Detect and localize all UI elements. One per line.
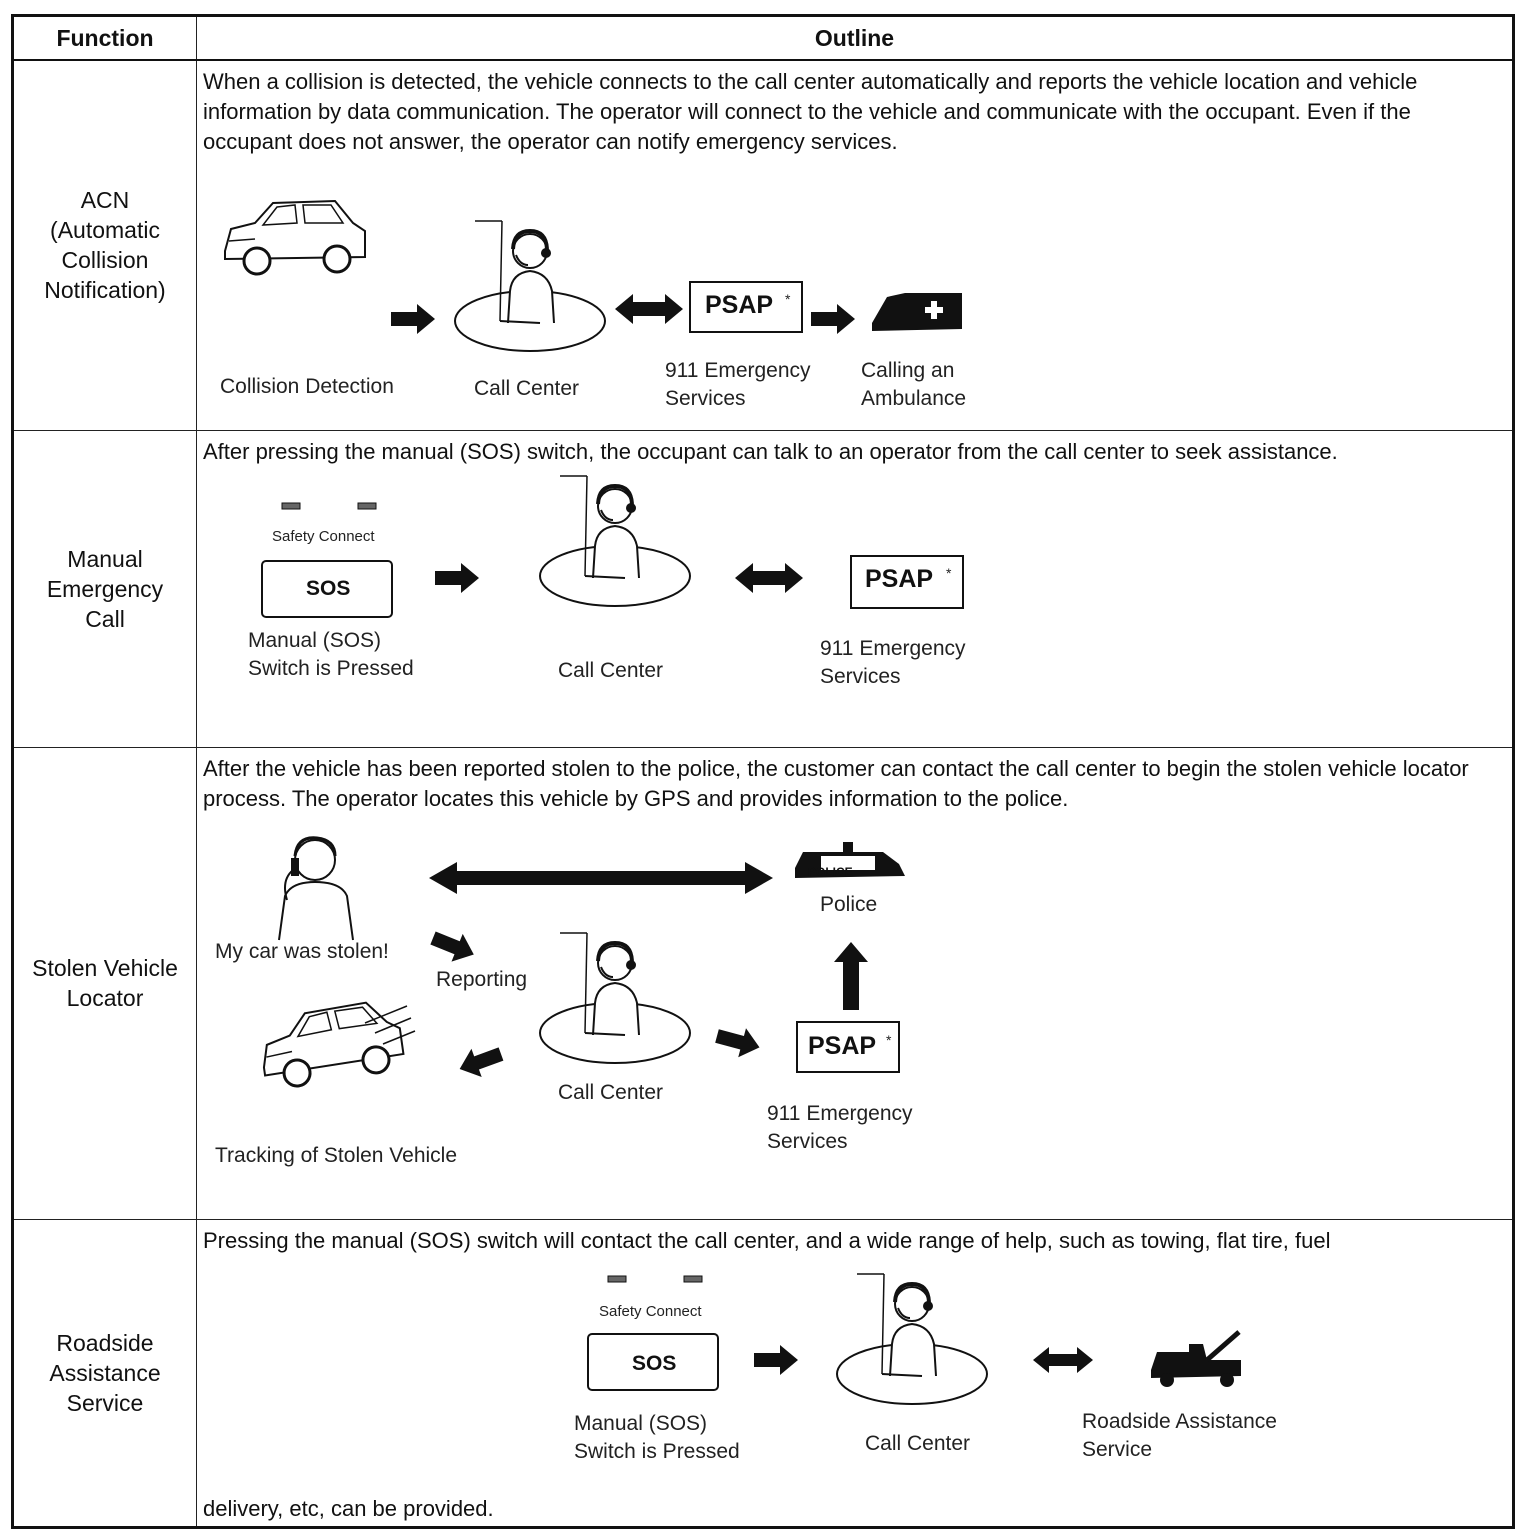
roadside-diagram <box>587 1271 1241 1406</box>
outline-description: Pressing the manual (SOS) switch will co… <box>203 1227 1331 1253</box>
psap-box <box>689 281 803 333</box>
psap-box <box>850 554 964 609</box>
psap-label: PSAP <box>705 291 774 319</box>
function-roadside: Roadside Assistance Service <box>12 1218 197 1528</box>
police-car-icon <box>795 841 905 878</box>
double-arrow-icon <box>1033 1346 1093 1373</box>
arrow-right-icon <box>435 562 479 593</box>
double-arrow-icon <box>429 861 773 894</box>
police-label: Police <box>820 892 878 916</box>
safety-connect-label: Safety Connect <box>599 1302 702 1320</box>
arrow-right-icon <box>754 1344 798 1375</box>
roadside-label: Roadside Assistance Service <box>1082 1409 1277 1461</box>
outline-description: After pressing the manual (SOS) switch, … <box>203 438 1338 464</box>
reporting-label: Reporting <box>436 967 528 991</box>
table-row: Manual Emergency Call After pressing the… <box>12 429 1514 748</box>
table-row: Stolen Vehicle Locator After the vehicle… <box>12 746 1514 1220</box>
function-label: ACN (Automatic Collision Notification) <box>44 187 166 304</box>
acn-diagram <box>223 199 962 353</box>
call-center-label: Call Center <box>865 1431 971 1455</box>
tracking-label: Tracking of Stolen Vehicle <box>215 1143 458 1167</box>
switch-caption: Manual (SOS) Switch is Pressed <box>248 628 414 680</box>
psap-label: PSAP <box>808 1031 877 1060</box>
function-label: Manual Emergency Call <box>46 545 164 632</box>
psap-box <box>796 1020 900 1073</box>
outline-description: When a collision is detected, the vehicl… <box>203 69 1418 154</box>
function-table: Function Outline ACN (Automatic Collisio… <box>11 14 1515 1529</box>
psap-label: PSAP <box>865 564 934 593</box>
outline-roadside: Pressing the manual (SOS) switch will co… <box>196 1218 1514 1528</box>
speed-lines-icon <box>364 1004 416 1045</box>
function-label: Roadside Assistance Service <box>49 1329 161 1416</box>
safety-connect-label: Safety Connect <box>272 527 375 545</box>
psap-star: * <box>946 564 952 581</box>
psap-star: * <box>785 291 791 307</box>
double-arrow-icon <box>735 562 803 593</box>
function-stolen: Stolen Vehicle Locator <box>12 746 197 1220</box>
outline-acn: When a collision is detected, the vehicl… <box>196 59 1514 431</box>
sos-label: SOS <box>632 1351 677 1375</box>
person-phone-icon <box>277 835 355 941</box>
crashed-car-icon <box>223 199 367 276</box>
arrow-right-icon <box>811 304 855 334</box>
stolen-label: My car was stolen! <box>215 939 389 963</box>
outline-description-tail: delivery, etc, can be provided. <box>203 1495 494 1521</box>
function-label: Stolen Vehicle Locator <box>32 955 178 1011</box>
function-manual: Manual Emergency Call <box>12 429 197 748</box>
call-center-label: Call Center <box>558 658 664 682</box>
arrow-right-icon <box>391 304 435 334</box>
call-center-label: Call Center <box>558 1080 664 1104</box>
header-function: Function <box>12 15 197 61</box>
operator-icon <box>538 930 692 1065</box>
outline-description: After the vehicle has been reported stol… <box>203 755 1469 811</box>
arrow-up-icon <box>834 941 868 1010</box>
ambulance-icon <box>872 293 962 331</box>
header-outline: Outline <box>196 15 1514 61</box>
collision-label: Collision Detection <box>220 375 394 398</box>
double-arrow-icon <box>615 294 683 324</box>
psap-caption: 911 Emergency Services <box>767 1101 913 1153</box>
outline-manual: After pressing the manual (SOS) switch, … <box>196 429 1514 748</box>
manual-diagram <box>261 473 964 618</box>
operator-icon <box>835 1271 989 1406</box>
operator-icon <box>538 473 692 608</box>
psap-star: * <box>886 1031 892 1048</box>
arrow-left-icon <box>454 1039 507 1083</box>
sos-label: SOS <box>306 576 351 600</box>
table-header-row: Function Outline <box>12 15 1514 61</box>
outline-stolen: After the vehicle has been reported stol… <box>196 746 1514 1220</box>
operator-icon <box>453 219 607 353</box>
arrow-right-icon <box>427 923 480 968</box>
tow-truck-icon <box>1151 1329 1241 1387</box>
police-sign-label: POLICE <box>808 864 853 879</box>
psap-caption: 911 Emergency Services <box>665 359 811 410</box>
ambulance-label: Calling an Ambulance <box>861 359 967 410</box>
table-row: ACN (Automatic Collision Notification) W… <box>12 59 1514 431</box>
table-row: Roadside Assistance Service Pressing the… <box>12 1218 1514 1528</box>
arrow-right-icon <box>713 1021 764 1062</box>
stolen-diagram <box>255 835 905 1092</box>
switch-caption: Manual (SOS) Switch is Pressed <box>574 1411 740 1463</box>
psap-caption: 911 Emergency Services <box>820 636 966 688</box>
function-acn: ACN (Automatic Collision Notification) <box>12 59 197 431</box>
call-center-label: Call Center <box>474 377 580 400</box>
